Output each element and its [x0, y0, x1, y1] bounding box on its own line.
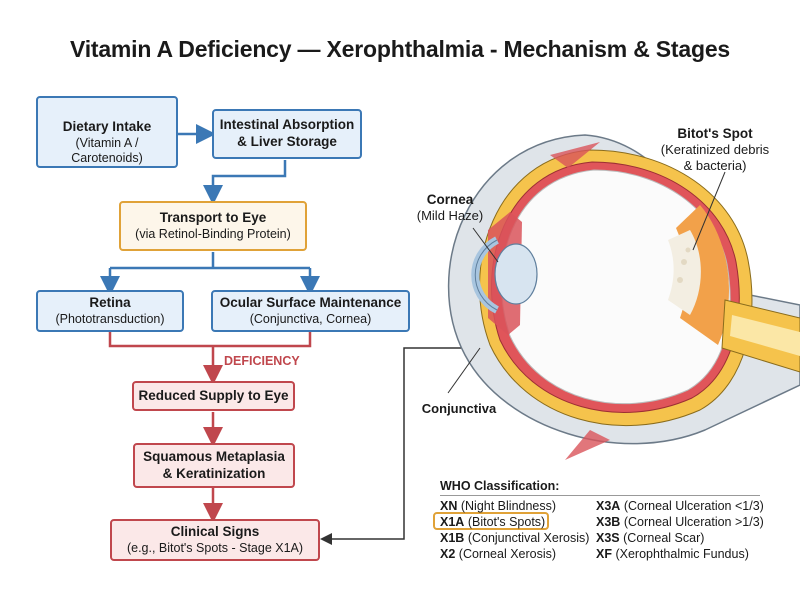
who-row-x2: X2 (Corneal Xerosis): [440, 547, 557, 561]
x1a-highlight: [433, 512, 549, 530]
who-row-x3a: X3A (Corneal Ulceration <1/3): [596, 499, 764, 513]
surface-sub: (Conjunctiva, Cornea): [249, 311, 372, 326]
metaplasia-box: Squamous Metaplasia & Keratinization: [133, 443, 295, 488]
arrow-eye-to-clinical: [320, 347, 468, 545]
dietary-intake-sub: (Vitamin A / Carotenoids): [71, 135, 143, 166]
surface-title: Ocular Surface Maintenance: [219, 294, 402, 310]
bitot-spot-label: Bitot's Spot (Keratinized debris & bacte…: [660, 126, 770, 173]
page-title: Vitamin A Deficiency — Xerophthalmia - M…: [69, 36, 731, 62]
reduced-supply-title: Reduced Supply to Eye: [138, 387, 289, 403]
bitot-spot-title: Bitot's Spot: [677, 126, 753, 141]
cornea-sub: (Mild Haze): [416, 208, 484, 224]
arrow-transport-split: [108, 252, 312, 284]
who-row-x1a: X1A (Bitot's Spots): [440, 515, 546, 529]
cornea-title: Cornea: [426, 192, 474, 207]
conjunctiva-label: Conjunctiva: [421, 401, 497, 416]
retina-sub: (Phototransduction): [55, 311, 165, 326]
transport-title: Transport to Eye: [159, 209, 267, 225]
transport-sub: (via Retinol-Binding Protein): [135, 226, 291, 241]
transport-box: Transport to Eye (via Retinol-Binding Pr…: [119, 201, 307, 251]
clinical-signs-title: Clinical Signs: [170, 523, 260, 539]
who-row-x3s: X3S (Corneal Scar): [596, 531, 705, 545]
who-row-xn: XN (Night Blindness): [440, 499, 557, 513]
retina-title: Retina: [89, 294, 131, 310]
who-divider: [440, 495, 760, 496]
clinical-signs-sub: (e.g., Bitot's Spots - Stage X1A): [126, 540, 304, 555]
reduced-supply-box: Reduced Supply to Eye: [132, 381, 295, 411]
eye-illustration: [447, 134, 800, 460]
metaplasia-title2: & Keratinization: [162, 465, 266, 481]
who-row-xf: XF (Xerophthalmic Fundus): [596, 547, 749, 561]
metaplasia-title: Squamous Metaplasia: [143, 448, 285, 464]
who-row-x3b: X3B (Corneal Ulceration >1/3): [596, 515, 764, 529]
absorption-title: Intestinal Absorption: [219, 117, 355, 133]
who-title: WHO Classification:: [440, 479, 560, 493]
bitot-spot-sub1: (Keratinized debris: [660, 142, 770, 158]
absorption-title2: & Liver Storage: [237, 134, 337, 149]
absorption-box: Intestinal Absorption & Liver Storage: [212, 109, 362, 159]
retina-box: Retina (Phototransduction): [36, 290, 184, 332]
surface-box: Ocular Surface Maintenance (Conjunctiva,…: [211, 290, 410, 332]
bitot-spot-sub2: & bacteria): [683, 157, 747, 173]
dietary-intake-title: Dietary Intake: [62, 118, 152, 134]
clinical-signs-box: Clinical Signs (e.g., Bitot's Spots - St…: [110, 519, 320, 561]
arrow-absorption-transport: [203, 160, 287, 205]
who-row-x1b: X1B (Conjunctival Xerosis): [440, 531, 590, 545]
dietary-intake-box: Dietary Intake (Vitamin A / Carotenoids): [36, 96, 178, 168]
cornea-label: Cornea (Mild Haze): [410, 192, 490, 224]
deficiency-label: DEFICIENCY: [224, 354, 300, 368]
